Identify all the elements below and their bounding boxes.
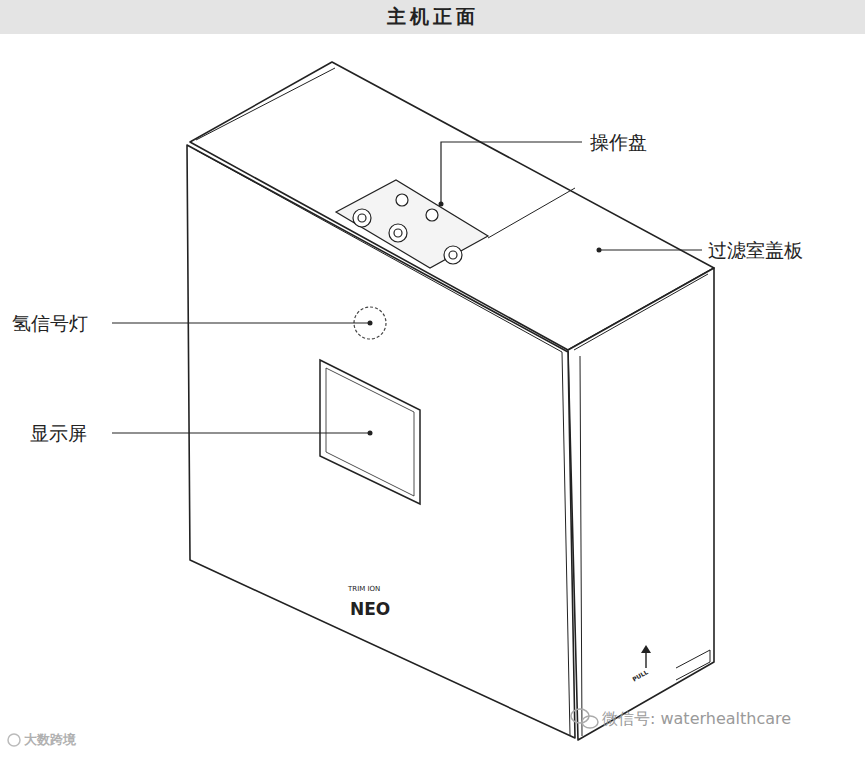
part-label: 显示屏 (30, 423, 87, 444)
watermark: 大数跨境 (24, 733, 76, 747)
part-label: 操作盘 (590, 132, 647, 153)
part-label: 氢信号灯 (12, 313, 88, 334)
diagram-title: 主机正面 (0, 0, 865, 34)
brand-logo: NEO (350, 600, 390, 619)
brand-text: TRIM ION (348, 586, 380, 594)
watermark: 微信号: waterhealthcare (602, 710, 791, 728)
part-label: 过滤室盖板 (708, 240, 803, 261)
